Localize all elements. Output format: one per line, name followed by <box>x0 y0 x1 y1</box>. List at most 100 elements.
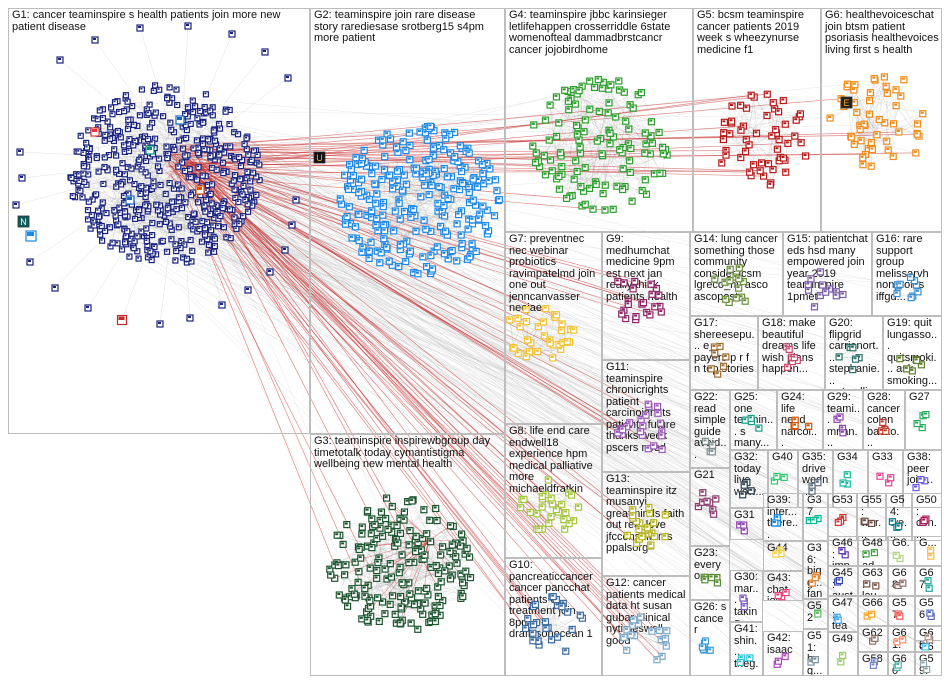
node-g4-fill <box>600 152 603 154</box>
node-g4-fill <box>600 86 603 88</box>
node-g22-fill <box>703 439 706 441</box>
node-g1-fill <box>90 214 92 216</box>
node-g4-fill <box>626 142 629 144</box>
node-g4-fill <box>609 83 612 85</box>
node-g7-fill <box>524 308 527 310</box>
node-g1-fill <box>244 199 246 201</box>
node-g1-fill <box>130 232 132 234</box>
node-g6-fill <box>852 88 855 90</box>
node-g1-fill <box>222 226 224 228</box>
node-g2-fill <box>432 146 435 148</box>
node-g6-fill <box>853 83 856 85</box>
node-g7-fill <box>527 350 530 352</box>
node-g7-fill <box>518 325 521 327</box>
node-g1-fill <box>228 123 230 125</box>
node-g1-fill <box>233 188 235 190</box>
node-g1-fill <box>71 195 73 197</box>
node-g16-fill <box>916 290 919 292</box>
node-g9-fill <box>620 312 623 314</box>
node-g6-fill <box>861 163 864 165</box>
node-g2-fill <box>450 249 453 251</box>
node-g1-fill <box>204 227 206 229</box>
node-g1-fill <box>95 157 97 159</box>
node-g2-fill <box>467 185 470 187</box>
node-g4-fill <box>650 141 653 143</box>
node-g1-fill <box>108 133 110 135</box>
node-g4-fill <box>645 192 648 194</box>
node-g1-fill <box>217 225 219 227</box>
node-g9-fill <box>657 293 660 295</box>
node-g4-fill <box>557 174 560 176</box>
node-g2-fill <box>374 223 377 225</box>
node-g6-fill <box>882 75 885 77</box>
node-g5-fill <box>799 141 802 143</box>
node-g2-fill <box>431 154 434 156</box>
node-g5-fill <box>755 131 758 133</box>
node-g7-fill <box>536 325 539 327</box>
node-g2-fill <box>357 191 360 193</box>
node-g2-fill <box>425 265 428 267</box>
node-g2-fill <box>477 178 480 180</box>
node-g1-fill <box>134 140 136 142</box>
node-g1-fill <box>79 134 81 136</box>
node-g1-fill <box>109 137 111 139</box>
node-g5-fill <box>794 118 797 120</box>
node-g15-fill <box>813 305 816 307</box>
node-g2-fill <box>425 138 428 140</box>
node-g2-fill <box>354 156 357 158</box>
node-g2-fill <box>494 178 497 180</box>
node-g6-fill <box>870 148 873 150</box>
node-g19-fill <box>915 358 918 360</box>
node-g1-fill <box>166 250 168 252</box>
node-g4-fill <box>639 91 642 93</box>
node-g1-fill <box>210 202 212 204</box>
node-g5-fill <box>777 110 780 112</box>
node-g1-fill <box>196 117 198 119</box>
node-g1-fill <box>173 187 175 189</box>
node-g1-fill <box>250 159 252 161</box>
node-g1-fill <box>153 246 155 248</box>
node-g9-fill <box>642 301 645 303</box>
node-g11-fill <box>639 430 642 432</box>
node-g1-fill <box>86 146 88 148</box>
node-g5-fill <box>739 156 742 158</box>
node-g1-fill <box>256 154 258 156</box>
node-g1-fill <box>207 243 209 245</box>
node-g1-fill <box>151 141 153 143</box>
node-g28-fill <box>881 420 884 422</box>
node-g5-fill <box>730 104 733 106</box>
node-g7-fill <box>572 328 575 330</box>
node-g6-fill <box>864 152 867 154</box>
node-g1-fill <box>115 154 117 156</box>
node-g2-fill <box>414 229 417 231</box>
node-g6-fill <box>846 82 849 84</box>
node-g1-fill <box>114 101 116 103</box>
node-g11-fill <box>621 428 624 430</box>
node-g1-fill <box>145 236 147 238</box>
node-g1-fill <box>79 189 81 191</box>
node-g1-fill <box>225 145 227 147</box>
node-g1-fill <box>253 149 255 151</box>
node-g4-fill <box>534 151 537 153</box>
node-g6-fill <box>858 127 861 129</box>
node-g1-fill <box>87 173 89 175</box>
node-g1-fill <box>181 207 183 209</box>
node-g2-fill <box>474 250 477 252</box>
node-g14-fill <box>728 267 731 269</box>
node-g1-fill <box>108 226 110 228</box>
node-g1-fill <box>124 210 126 212</box>
node-g2-fill <box>439 224 442 226</box>
node-g3-fill <box>409 621 412 623</box>
node-g2-fill <box>497 198 500 200</box>
node-g1-fill <box>204 93 206 95</box>
node-g1-fill <box>152 89 154 91</box>
node-g2-fill <box>404 260 407 262</box>
node-g1-fill <box>203 204 205 206</box>
node-g1-fill <box>255 193 257 195</box>
node-g1-fill <box>187 106 189 108</box>
node-g1-fill <box>117 223 119 225</box>
node-g4-fill <box>578 145 581 147</box>
node-g11-fill <box>628 421 631 423</box>
node-g4-fill <box>649 120 652 122</box>
node-g4-fill <box>554 95 557 97</box>
